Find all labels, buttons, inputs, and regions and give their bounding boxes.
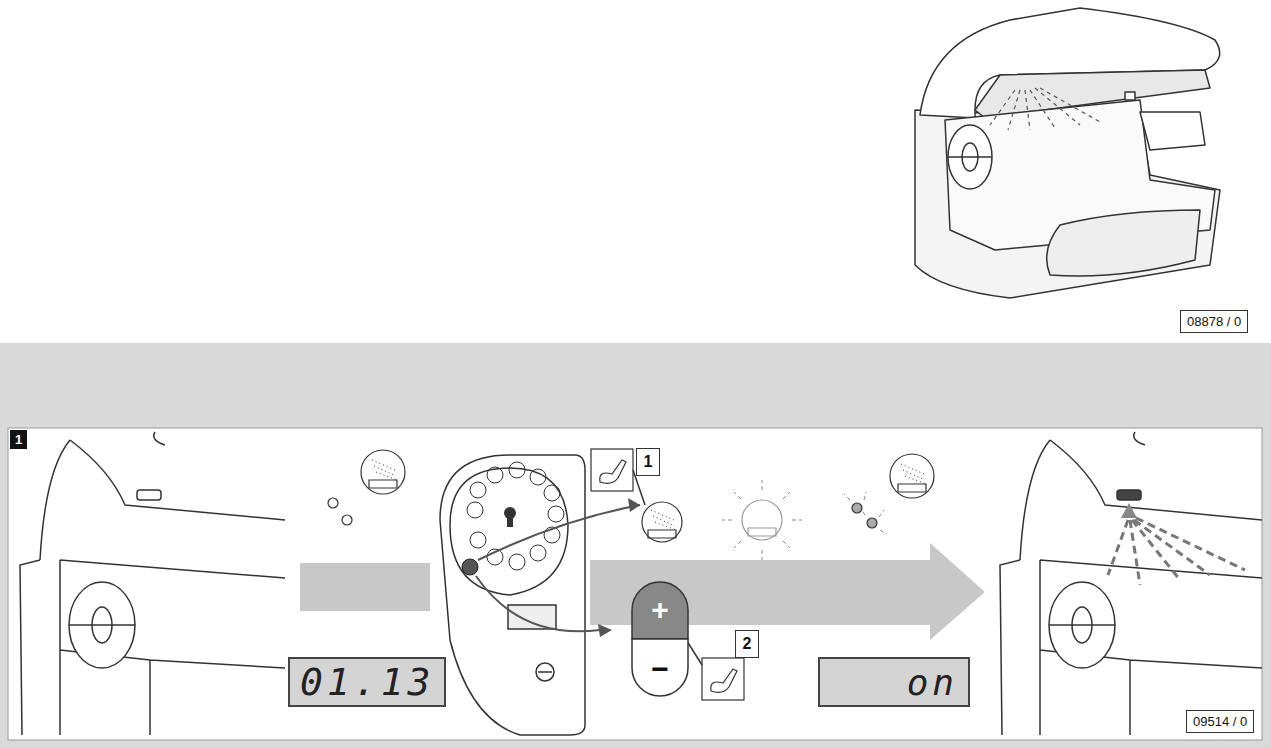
- callout-number: 1: [636, 448, 660, 476]
- node-text: 2: [743, 635, 752, 653]
- callout-number: 2: [735, 630, 759, 658]
- step-number: 1: [10, 430, 27, 449]
- node-text: on: [907, 662, 958, 703]
- node-text: 1: [15, 432, 22, 447]
- node-text: 01.13: [300, 660, 434, 704]
- lcd-display: 01.13: [288, 657, 446, 707]
- minus-sign: −: [651, 654, 669, 684]
- figure-code: 08878 / 0: [1180, 310, 1248, 333]
- lcd-display: on: [818, 657, 970, 707]
- plus-sign: +: [651, 595, 669, 625]
- plus-minus-button: +−: [630, 580, 690, 698]
- figure-code: 09514 / 0: [1186, 710, 1254, 733]
- node-text: 1: [644, 453, 653, 471]
